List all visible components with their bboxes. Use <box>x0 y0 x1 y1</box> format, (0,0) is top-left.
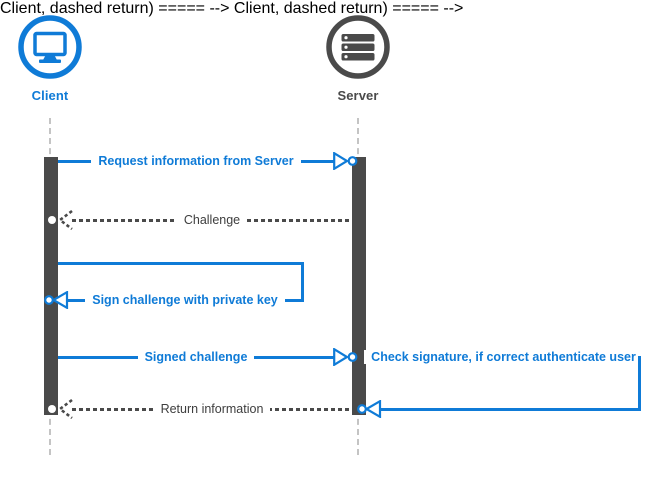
server-activation-bar <box>352 157 366 415</box>
open-arrowhead-right-icon <box>333 348 358 366</box>
loop-vertical-line <box>638 355 641 411</box>
message-signed: Signed challenge <box>58 346 334 368</box>
message-label: Return information <box>153 402 271 416</box>
self-message-top-line <box>58 261 304 265</box>
message-label: Challenge <box>176 213 248 227</box>
lifeline-endpoint-dot <box>48 216 56 224</box>
message-label: Request information from Server <box>91 154 301 168</box>
message-label: Sign challenge with private key <box>85 293 285 307</box>
message-challenge: Challenge <box>72 209 352 231</box>
message-check: Check signature, if correct authenticate… <box>364 346 643 368</box>
self-message-vertical-line <box>301 261 304 302</box>
dashed-arrowhead-left-icon <box>57 398 73 420</box>
message-return: Return information <box>72 398 352 420</box>
message-request: Request information from Server <box>58 150 334 172</box>
server-actor-label: Server <box>337 88 379 103</box>
open-arrowhead-left-icon <box>357 400 382 418</box>
message-sign: Sign challenge with private key <box>66 289 304 311</box>
server-rack-icon <box>326 15 390 79</box>
lifeline-endpoint-dot <box>48 405 56 413</box>
dashed-arrowhead-left-icon <box>57 209 73 231</box>
client-actor-label: Client <box>31 88 69 103</box>
message-label: Signed challenge <box>137 350 255 364</box>
client-activation-bar <box>44 157 58 415</box>
message-label: Check signature, if correct authenticate… <box>364 350 643 364</box>
open-arrowhead-right-icon <box>333 152 358 170</box>
monitor-icon <box>18 15 82 79</box>
open-arrowhead-left-icon <box>44 291 69 309</box>
loop-bottom-line <box>379 407 638 411</box>
